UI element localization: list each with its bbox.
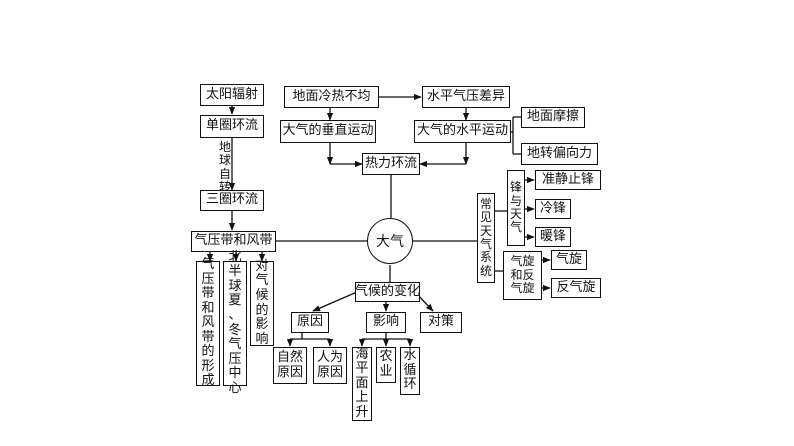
cold-front-box: 冷锋 (535, 199, 571, 219)
ground-friction-box: 地面摩擦 (521, 107, 585, 128)
human-causes-box: 人为原因 (313, 347, 347, 384)
belts-formation-box: 气压带和风带的形成 (196, 257, 220, 388)
water-cycle-box: 水循环 (400, 347, 420, 395)
agriculture-box: 农业 (376, 347, 396, 383)
sea-level-rise-box: 海平面上升 (352, 347, 372, 421)
atmosphere-center-node: 大气 (367, 218, 413, 264)
earth-rotation-label: 地球自转 (218, 140, 231, 195)
pressure-difference-box: 水平气压差异 (422, 86, 510, 108)
climate-change-box: 气候的变化 (355, 282, 420, 302)
effects-box: 影响 (366, 312, 406, 333)
three-cell-circulation-box: 三圈环流 (200, 190, 264, 211)
cyclones-anticyclones-box: 气旋和反气旋 (503, 251, 542, 300)
coriolis-force-box: 地转偏向力 (521, 143, 598, 165)
uneven-heating-box: 地面冷热不均 (284, 86, 379, 108)
horizontal-motion-box: 大气的水平运动 (414, 120, 511, 143)
measures-box: 对策 (420, 312, 462, 333)
fronts-weather-box: 锋与天气 (507, 170, 525, 246)
warm-front-box: 暖锋 (535, 227, 571, 247)
quasi-stationary-front-box: 准静止锋 (535, 170, 601, 190)
solar-radiation-box: 太阳辐射 (200, 84, 264, 106)
weather-systems-box: 常见天气系统 (477, 193, 495, 283)
pressure-wind-belts-box: 气压带和风带 (191, 231, 276, 252)
causes-box: 原因 (291, 312, 329, 333)
vertical-motion-box: 大气的垂直运动 (280, 120, 376, 143)
anticyclone-box: 反气旋 (551, 278, 601, 298)
summer-winter-pressure-centers-box: 北半球夏、冬气压中心 (223, 250, 247, 395)
natural-causes-box: 自然原因 (273, 347, 307, 384)
thermal-circulation-box: 热力环流 (362, 153, 420, 175)
cyclone-box: 气旋 (551, 250, 587, 270)
climate-influence-box: 对气候的影响 (250, 259, 274, 346)
single-cell-circulation-box: 单圈环流 (200, 115, 264, 138)
